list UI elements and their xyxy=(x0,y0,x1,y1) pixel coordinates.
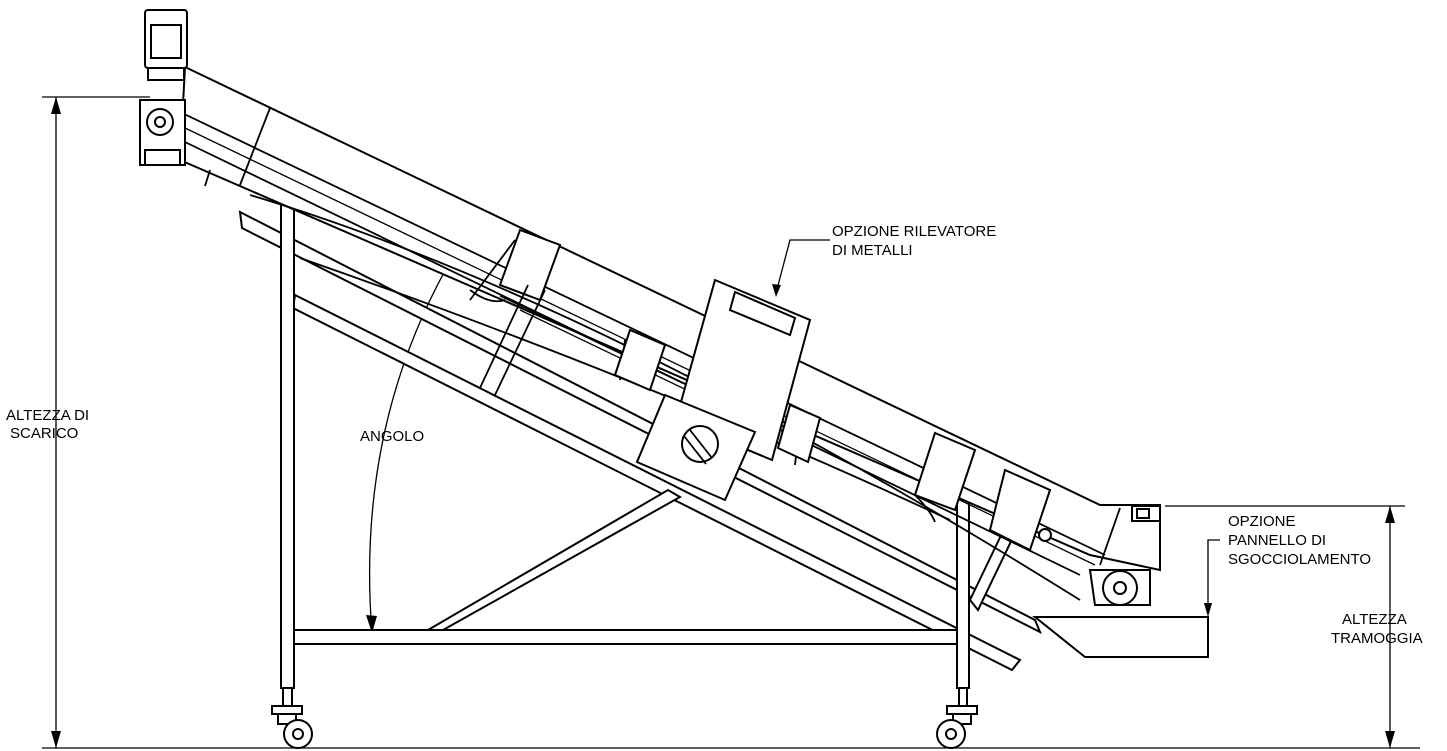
right-castor-wheel xyxy=(936,705,978,749)
discharge-height-label: ALTEZZA DI SCARICO xyxy=(6,407,93,442)
hopper-height-dimension xyxy=(1165,505,1405,748)
head-drive-motor xyxy=(139,9,211,187)
hopper-height-label: ALTEZZA TRAMOGGIA xyxy=(1331,611,1423,647)
tail-drum xyxy=(1038,505,1161,606)
conveyor-belt xyxy=(178,65,1161,601)
angle-label: ANGOLO xyxy=(360,428,424,445)
drip-panel xyxy=(1032,616,1209,658)
drip-panel-label: OPZIONE PANNELLO DI SGOCCIOLAMENTO xyxy=(1228,513,1371,568)
left-castor-wheel xyxy=(271,705,313,749)
metal-detector xyxy=(613,278,822,502)
support-frame xyxy=(238,167,1042,707)
metal-detector-label: OPZIONE RILEVATORE DI METALLI xyxy=(832,223,1000,259)
discharge-height-dimension xyxy=(42,96,1420,749)
leader-lines xyxy=(772,239,1220,617)
